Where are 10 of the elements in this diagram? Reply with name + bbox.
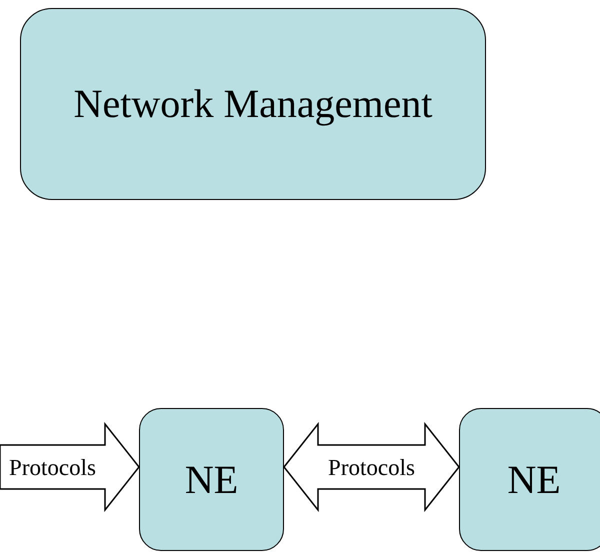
edge-label: Protocols (328, 455, 415, 481)
block-arrow (283, 422, 460, 512)
edge-label: Protocols (9, 455, 96, 481)
rounded-box (459, 408, 600, 551)
node-label: NE (184, 456, 238, 504)
node-label: NE (507, 456, 561, 504)
rounded-box (139, 408, 284, 551)
block-arrow (0, 422, 140, 512)
node-label: Network Management (74, 80, 432, 128)
rounded-box (20, 8, 486, 200)
